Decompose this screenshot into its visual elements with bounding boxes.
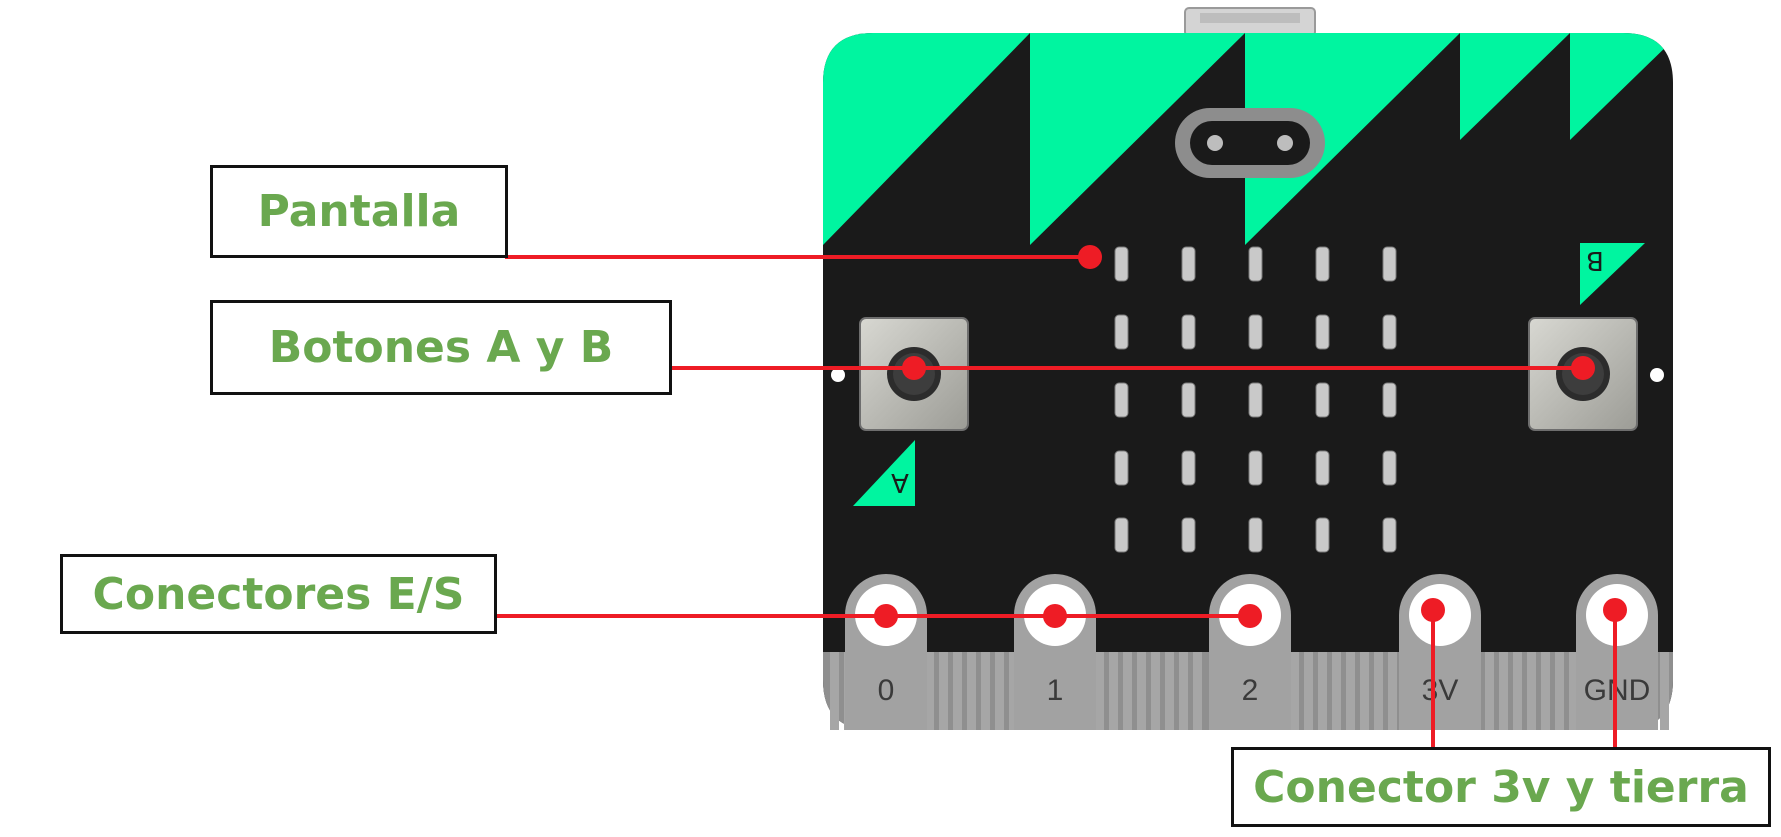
connector-strip [1499,652,1508,730]
board-pattern [1030,33,1245,245]
callout-dot-pin-gnd [1603,598,1627,622]
connector-strip [1346,652,1355,730]
led-3-3 [1248,382,1263,418]
connector-strip [1318,652,1327,730]
connector-strip [995,652,1004,730]
callout-dot-display [1078,245,1102,269]
pin-1-label: 1 [1047,674,1064,707]
connector-strip [1388,652,1397,730]
callout-dot-pin-1 [1043,604,1067,628]
led-4-5 [1382,450,1397,486]
callout-dot-pin-3v [1421,598,1445,622]
connector-strip [1179,652,1188,730]
connector-strip [1304,652,1313,730]
connector-strip [1095,652,1104,730]
led-1-1 [1114,246,1129,282]
pin-1[interactable]: 1 [1014,574,1096,730]
pin-2-label: 2 [1242,674,1259,707]
led-matrix [1114,246,1397,553]
led-5-4 [1315,517,1330,553]
label-power-connectors: Conector 3v y tierra [1231,747,1771,827]
connector-strip [981,652,990,730]
board-pattern [1460,33,1570,140]
led-1-2 [1181,246,1196,282]
connector-strip [1151,652,1160,730]
led-4-4 [1315,450,1330,486]
led-2-4 [1315,314,1330,350]
connector-strip [939,652,948,730]
led-1-4 [1315,246,1330,282]
callout-dot-button-a [902,356,926,380]
connector-strip [1165,652,1174,730]
connector-strip [1290,652,1299,730]
label-display: Pantalla [210,165,508,258]
callout-dot-pin-2 [1238,604,1262,628]
pin-0-label: 0 [878,674,895,707]
led-5-5 [1382,517,1397,553]
led-5-3 [1248,517,1263,553]
led-2-5 [1382,314,1397,350]
led-4-1 [1114,450,1129,486]
svg-text:A: A [891,467,909,497]
board-pattern [823,33,1030,245]
label-io-connectors: Conectores E/S [60,554,497,634]
led-4-2 [1181,450,1196,486]
led-3-2 [1181,382,1196,418]
connector-strip [1332,652,1341,730]
connector-strip [1527,652,1536,730]
led-2-2 [1181,314,1196,350]
connector-strip [1360,652,1369,730]
connector-strip [1009,652,1018,730]
connector-strip [1123,652,1132,730]
led-5-2 [1181,517,1196,553]
pin-2[interactable]: 2 [1209,574,1291,730]
connector-strip [1660,652,1669,730]
callout-dot-button-b [1571,356,1595,380]
connector-strip [925,652,934,730]
pin-0[interactable]: 0 [845,574,927,730]
led-3-4 [1315,382,1330,418]
connector-strip [1541,652,1550,730]
callout-dot-pin-0 [874,604,898,628]
led-3-1 [1114,382,1129,418]
connector-strip [967,652,976,730]
connector-strip [1513,652,1522,730]
led-1-5 [1382,246,1397,282]
led-5-1 [1114,517,1129,553]
connector-strip [1555,652,1564,730]
connector-strip [953,652,962,730]
label-buttons: Botones A y B [210,300,672,395]
connector-strip [1374,652,1383,730]
led-2-3 [1248,314,1263,350]
connector-strip [1137,652,1146,730]
connector-strip [1193,652,1202,730]
led-2-1 [1114,314,1129,350]
pin-3v[interactable]: 3V [1399,574,1481,730]
connector-strip [1109,652,1118,730]
button-a-mark: A [853,440,915,506]
led-4-3 [1248,450,1263,486]
callout-lines [495,245,1627,748]
connector-strip [1485,652,1494,730]
connector-strip [1569,652,1578,730]
pin-3v-label: 3V [1422,674,1459,707]
led-1-3 [1248,246,1263,282]
board-pattern [1245,33,1460,245]
sensor-oval [1175,108,1325,178]
led-3-5 [1382,382,1397,418]
connector-strip [830,652,839,730]
board-pattern [1570,33,1673,140]
svg-text:B: B [1586,245,1604,275]
button-b-mark: B [1580,243,1645,305]
usb-connector [1184,7,1316,37]
